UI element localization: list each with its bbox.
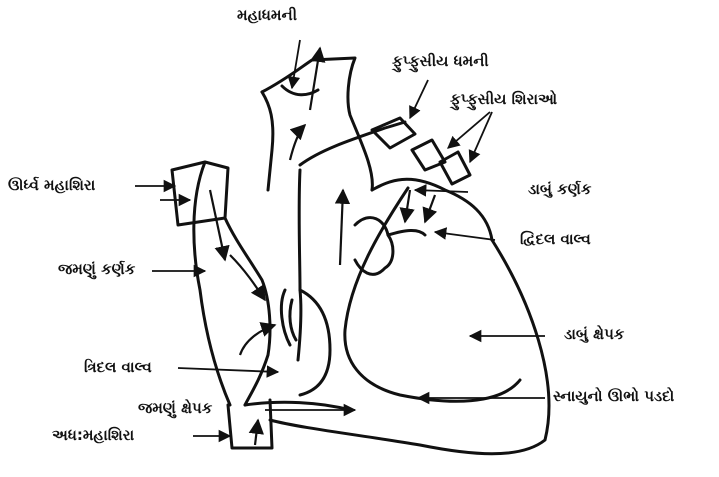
inferior-vena-cava [226, 398, 274, 450]
label-aorta: મહાધમની [237, 6, 297, 24]
label-right-ventricle: જમણું ક્ષેપક [138, 399, 213, 417]
label-pulmonary-veins: ફુપ્ફુસીય શિરાઓ [450, 90, 558, 108]
label-right-atrium: જમણું કર્ણક [58, 260, 136, 278]
right-inner-wall [223, 216, 272, 407]
superior-vena-cava [170, 160, 230, 227]
flow-arrow-aorta [308, 46, 326, 111]
leader-aorta [287, 39, 301, 90]
bicuspid-valve-right [386, 229, 427, 237]
leader-left-atrium [413, 184, 469, 197]
leader-tricuspid [177, 365, 280, 378]
left-ventricle-inner [343, 186, 522, 403]
right-ventricle-base [243, 400, 352, 412]
aorta-inner-wall [260, 90, 275, 192]
flow-arrow-svc [208, 189, 230, 262]
flow-arrow-aorta-up [288, 123, 307, 161]
aorta-outline [260, 56, 374, 192]
label-pulmonary-artery: ફુપ્ફુસીય ધમની [392, 52, 489, 70]
flow-arrow-tricuspid [238, 322, 277, 356]
pulmonary-vein-2 [438, 150, 472, 186]
left-ventricle-wall [268, 238, 551, 456]
pulmonary-vein-1 [410, 138, 447, 172]
aorta-rim [280, 84, 320, 97]
label-left-atrium: ડાબું કર્ણક [528, 180, 592, 198]
label-superior-vena-cava: ઊર્ધ્વ મહાશિરા [8, 176, 96, 194]
label-tricuspid-valve: ત્રિદલ વાલ્વ [84, 358, 152, 376]
pulmonary-artery-tube [370, 116, 417, 150]
flow-arrow-ra [229, 254, 266, 302]
flow-arrow-ivc [248, 418, 264, 446]
leader-bicuspid [433, 227, 496, 241]
left-atrium-wall [370, 177, 494, 242]
flow-arrow-pulmonary [334, 188, 351, 266]
septum-wall [296, 168, 303, 362]
leader-pulmonary-veins-a [447, 111, 491, 149]
interventricular-septum [298, 288, 332, 397]
label-bicuspid-valve: દ્વિદલ વાલ્વ [520, 230, 591, 248]
flow-arrow-la [399, 189, 415, 224]
bicuspid-valve [353, 216, 395, 276]
label-inferior-vena-cava: અધ:મહાશિરા [52, 426, 135, 444]
tricuspid-flap [279, 288, 298, 347]
flow-arrow-la2 [422, 194, 438, 224]
leader-pulmonary-artery [409, 79, 429, 120]
leader-pulmonary-veins-b [468, 111, 493, 164]
label-septum: સ્નાયુનો ઊભો પડદો [553, 387, 675, 405]
pulmonary-trunk [298, 120, 407, 167]
label-left-ventricle: ડાબું ક્ષેપક [564, 325, 625, 343]
